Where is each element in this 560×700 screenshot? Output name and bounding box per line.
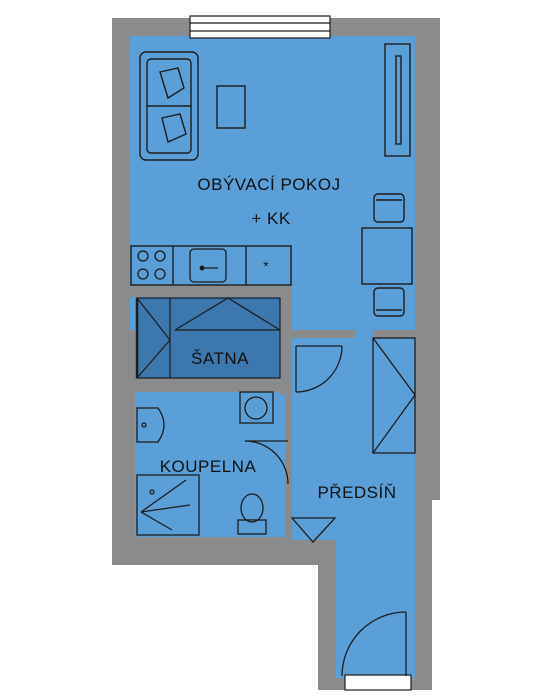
living-room-floor [130,36,415,330]
hall-corridor-floor [336,500,415,678]
washbasin-icon [136,407,165,443]
wardrobe-shelving-icon [135,297,281,379]
door-swing-icon [244,345,407,677]
coffee-table-icon [216,85,246,129]
kitchen-counter [130,245,292,286]
living-room-label: OBÝVACÍ POKOJ [197,175,340,194]
dining-table-icon [361,227,413,285]
shower-icon [136,474,200,536]
toilet-icon [237,493,267,535]
bathroom-label: KOUPELNA [160,457,257,476]
cooktop-icon [137,250,166,280]
tv-unit-icon [384,43,411,157]
sofa-icon [139,51,199,161]
kitchen-sink-icon [189,248,227,283]
wardrobe-label: ŠATNA [191,349,249,368]
fridge-icon: * [263,258,269,274]
chair-icon [373,193,405,317]
bathroom-floor [135,392,285,537]
interior-walls [130,285,415,565]
window-icon [189,15,331,39]
entrance-door-icon [344,674,412,691]
closet-icon [290,337,416,543]
living-room-suffix: + KK [251,209,290,228]
washing-machine-icon [239,391,274,424]
hall-label: PŘEDSÍŇ [317,483,396,502]
